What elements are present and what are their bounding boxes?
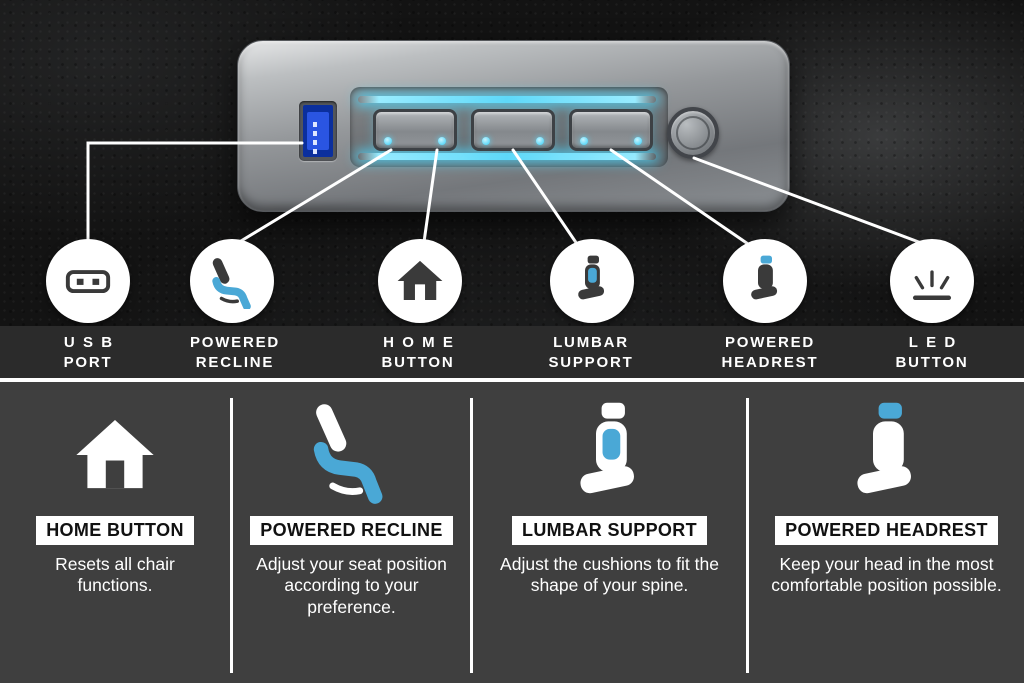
column-divider	[746, 398, 749, 673]
lumbar-support-icon	[578, 255, 605, 300]
headrest-button	[569, 109, 653, 151]
feature-powered-headrest: POWERED HEADREST Keep your head in the m…	[749, 382, 1024, 683]
headrest-icon	[856, 402, 911, 494]
led-dot	[634, 137, 642, 145]
lumbar-icon	[579, 402, 634, 494]
led-button-callout	[890, 239, 974, 323]
led-dot	[438, 137, 446, 145]
feature-title: LUMBAR SUPPORT	[511, 516, 708, 545]
led-strip-bottom	[358, 153, 656, 160]
feature-title: POWERED HEADREST	[775, 516, 998, 545]
recline-icon	[313, 404, 382, 504]
home-icon	[76, 420, 154, 489]
usb-tongue	[307, 112, 329, 154]
home-button-callout	[378, 239, 462, 323]
led-dot	[384, 137, 392, 145]
lumbar-support-callout	[550, 239, 634, 323]
feature-description: Adjust your seat position according to y…	[256, 554, 447, 617]
home-icon	[69, 394, 161, 516]
powered-headrest-callout	[723, 239, 807, 323]
lumbar-button	[471, 109, 555, 151]
feature-title: POWERED RECLINE	[250, 516, 453, 545]
feature-description: Keep your head in the most comfortable p…	[771, 554, 1002, 596]
feature-powered-recline: POWERED RECLINE Adjust your seat positio…	[233, 382, 470, 683]
leather-hero-section	[0, 0, 1024, 326]
feature-home-button: HOME BUTTON Resets all chair functions.	[0, 382, 230, 683]
led-dot	[580, 137, 588, 145]
feature-lumbar-support: LUMBAR SUPPORT Adjust the cushions to fi…	[473, 382, 746, 683]
lumbar-icon	[554, 394, 666, 516]
led-button-icon	[912, 270, 952, 301]
powered-recline-callout	[190, 239, 274, 323]
powered-recline-icon	[212, 258, 251, 309]
feature-details-section: HOME BUTTON Resets all chair functions. …	[0, 382, 1024, 683]
column-divider	[230, 398, 233, 673]
usb-slot	[303, 105, 333, 157]
usb-port-icon	[65, 270, 111, 294]
usb-port	[299, 101, 337, 161]
feature-title: HOME BUTTON	[36, 516, 194, 545]
led-dot	[536, 137, 544, 145]
led-strip-top	[358, 96, 656, 103]
recline-icon	[294, 394, 410, 516]
headrest-icon	[831, 394, 943, 516]
led-dot	[482, 137, 490, 145]
column-divider	[470, 398, 473, 673]
usb-port-callout	[46, 239, 130, 323]
feature-description: Adjust the cushions to fit the shape of …	[500, 554, 719, 596]
armrest-control-panel	[237, 40, 790, 212]
feature-description: Resets all chair functions.	[55, 554, 175, 596]
powered-headrest-icon	[751, 255, 778, 300]
section-separator	[0, 378, 1024, 382]
home-button-icon	[397, 260, 443, 301]
recline-home-button	[373, 109, 457, 151]
led-round-button	[667, 107, 719, 159]
